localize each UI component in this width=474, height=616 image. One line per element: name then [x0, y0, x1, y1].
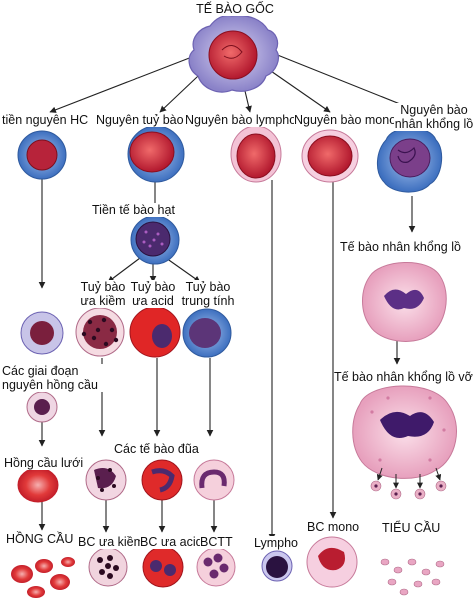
promyelocyte-cell [130, 215, 180, 265]
label-eosinophilic-myelocyte: Tuỷ bào ưa acid [130, 280, 176, 308]
mature-eosinophil-cell [142, 546, 184, 588]
basophil-band-cell [85, 459, 127, 501]
label-megakaryoblast: Nguyên bào nhân khổng lồ [394, 103, 474, 131]
mature-neutrophil-cell [196, 547, 236, 587]
label-lymphoblast: Nguyên bào lympho [185, 113, 297, 127]
arrow-stem-to-mega [264, 49, 421, 113]
label-platelets: TIỂU CẦU [382, 521, 441, 535]
label-basophil: BC ưa kiềm [78, 535, 145, 549]
label-promyelocyte: Tiền tế bào hạt [92, 203, 175, 217]
label-lymphocyte: Lympho [254, 536, 299, 550]
myeloblast-cell [127, 125, 185, 183]
stem-cell [188, 14, 279, 93]
label-normoblast-stages: Các giai đoạn nguyên hồng cầu [2, 364, 118, 392]
neutrophilic-myelocyte-cell [182, 308, 232, 358]
label-monocyte: BC mono [307, 520, 360, 534]
eosinophil-band-cell [141, 459, 183, 501]
label-red-blood-cell: HỒNG CẦU [6, 532, 74, 546]
title-stem-cell: TẾ BÀO GỐC [196, 2, 274, 16]
basophilic-myelocyte-cell [75, 307, 125, 357]
platelets [380, 558, 445, 596]
mature-monocyte-cell [306, 536, 358, 588]
lymphoblast-cell [230, 125, 282, 183]
label-eosinophil: BC ưa acid [140, 535, 203, 549]
mature-lymphocyte-cell [261, 550, 293, 582]
label-reticulocyte: Hồng cầu lưới [4, 456, 84, 470]
arrow-pro-to-neutro [165, 257, 201, 283]
mature-basophil-cell [88, 547, 128, 587]
megakaryocyte-cell [362, 262, 447, 342]
eosinophilic-myelocyte-cell [129, 306, 181, 358]
reticulocyte-cell [17, 467, 59, 503]
label-basophilic-myelocyte: Tuỷ bào ưa kiềm [78, 280, 128, 308]
label-neutrophilic-myelocyte: Tuỷ bào trung tính [180, 280, 236, 308]
erythro-blast-cell [17, 130, 67, 180]
arrow-stem-to-erythro [49, 49, 211, 113]
label-erythro-blast: tiền nguyên HC [2, 113, 89, 127]
label-megakaryocyte: Tế bào nhân khổng lồ [340, 240, 461, 254]
label-fragmenting-megakaryocyte: Tế bào nhân khổng lồ vỡ [334, 370, 473, 384]
late-normoblast-cell [26, 391, 58, 423]
label-band-cells: Các tế bào đũa [114, 442, 199, 456]
neutrophil-band-cell [193, 459, 235, 501]
megakaryoblast-cell [377, 127, 443, 193]
arrow-pro-to-baso [107, 257, 141, 283]
red-blood-cells [11, 557, 75, 598]
label-monoblast: Nguyên bào mono [294, 113, 397, 127]
label-neutrophil: BCTT [200, 535, 233, 549]
label-myeloblast: Nguyên tuỷ bào [96, 113, 184, 127]
monoblast-cell [301, 129, 359, 183]
normoblast-cell [20, 311, 64, 355]
fragmenting-megakaryocyte-cell [352, 385, 457, 500]
